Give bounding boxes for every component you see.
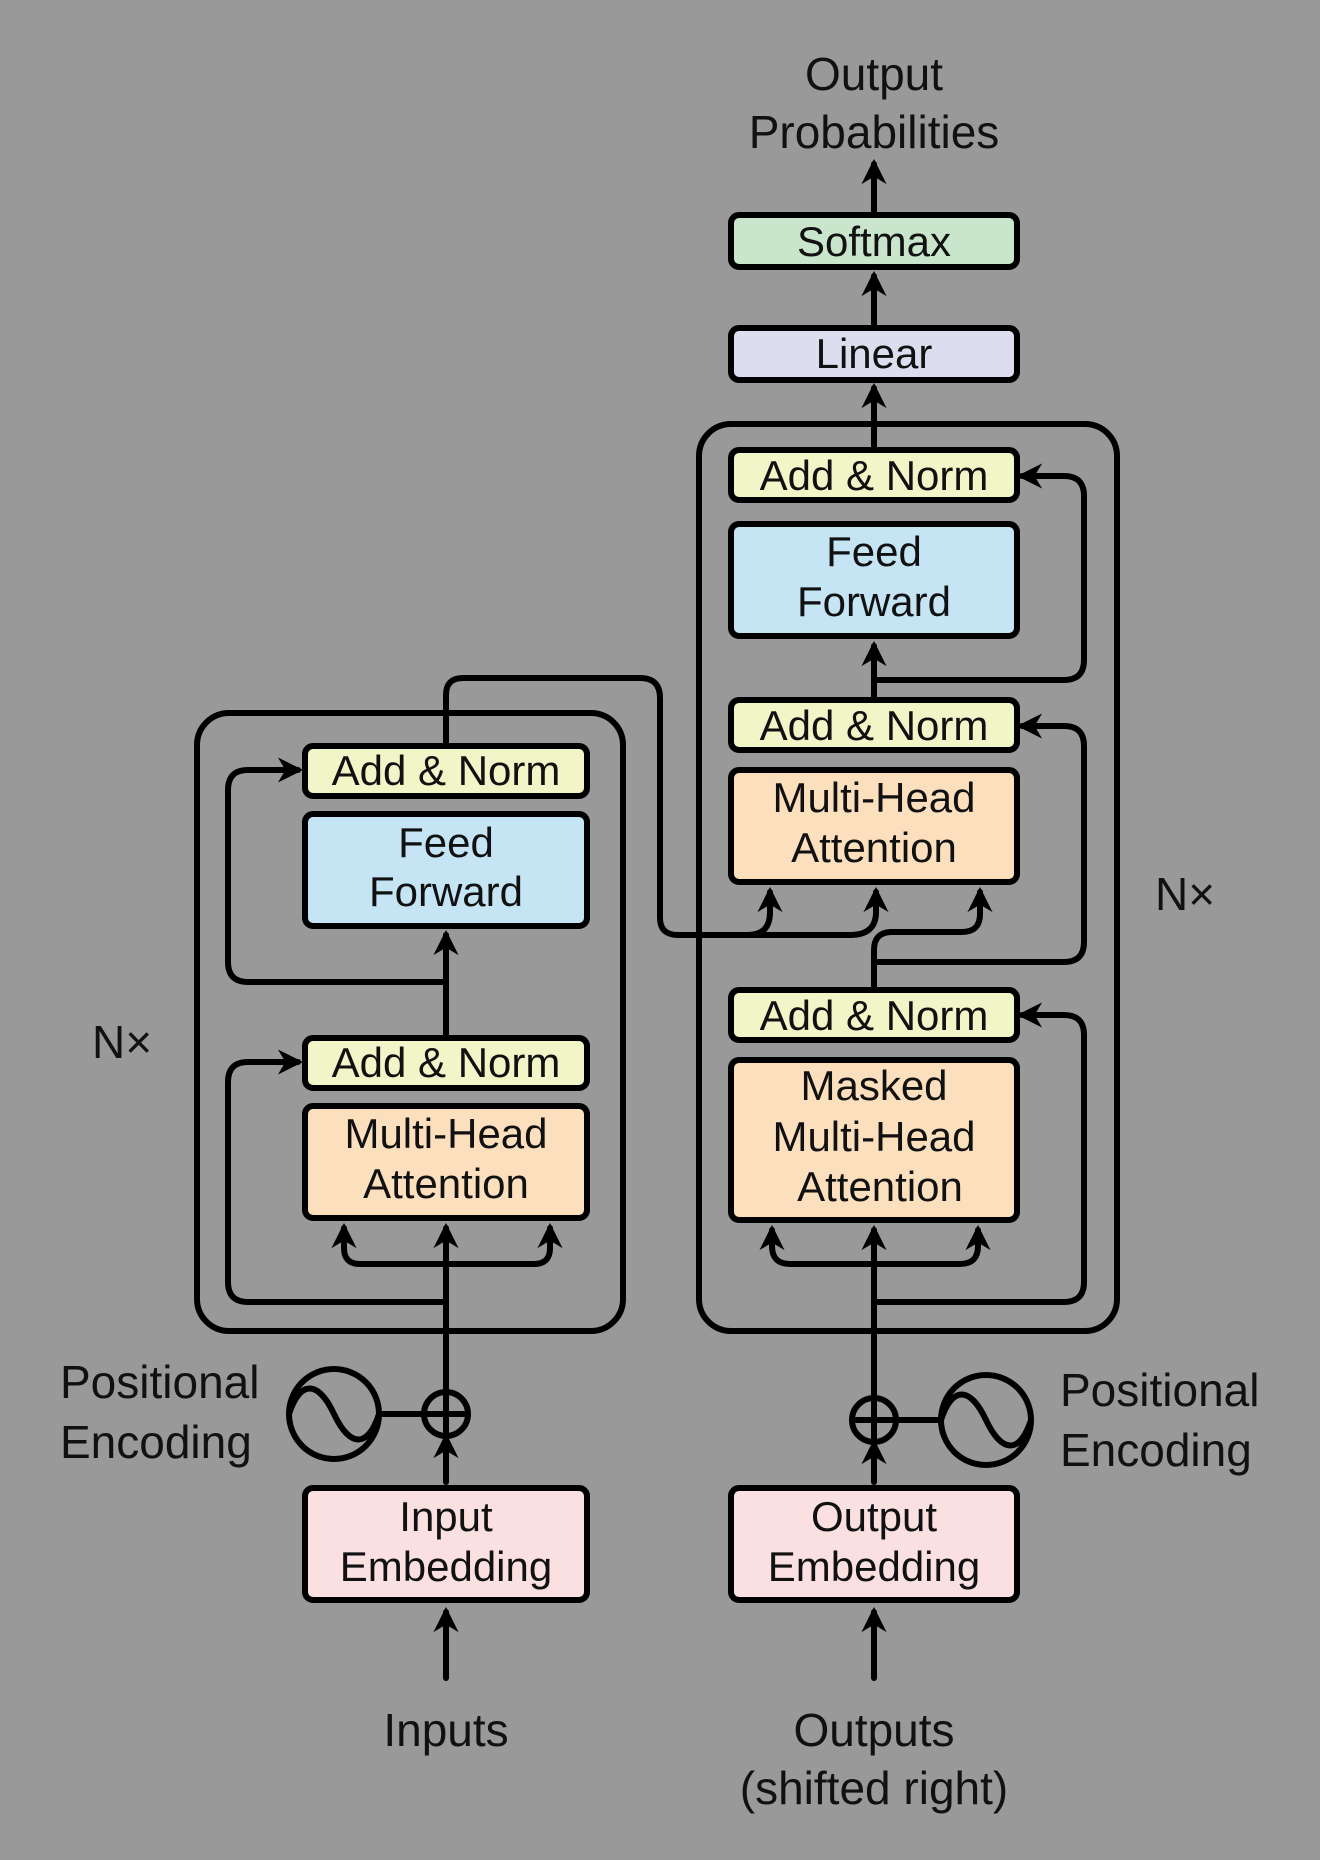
decoder-outputs-label-2: (shifted right) [740,1762,1008,1814]
decoder-masked-mha-label-2: Multi-Head [772,1113,975,1160]
decoder-add-norm-bottom-label: Add & Norm [760,992,989,1039]
encoder-feed-forward [302,811,590,929]
encoder-residual-mha [225,1049,449,1305]
decoder-residual-masked-mha [871,1002,1087,1305]
decoder-output-embedding [728,1485,1020,1603]
decoder-masked-branch-right [871,1224,991,1267]
decoder-masked-mha-label-3: Attention [797,1163,963,1210]
output-probabilities-label-1: Output [805,48,943,100]
encoder-add-norm-bottom-label: Add & Norm [332,1039,561,1086]
decoder-masked-mha-label-1: Masked [800,1062,947,1109]
decoder-add-norm-top-label: Add & Norm [760,452,989,499]
decoder-masked-branch-left [759,1224,877,1267]
decoder-masked-multi-head-attention [728,1057,1020,1223]
decoder-add-norm-bottom [728,987,1020,1043]
linear-label: Linear [816,330,933,377]
decoder-add-norm-top [728,447,1020,503]
decoder-feed-forward-label-2: Forward [797,578,951,625]
encoder-nx-label: N× [92,1016,152,1068]
encoder-add-norm-top [302,743,590,799]
decoder-positional-encoding-label-1: Positional [1060,1364,1259,1416]
decoder-outputs-label-1: Outputs [793,1704,954,1756]
encoder-mha-label-2: Attention [363,1160,529,1207]
decoder-nx-label: N× [1155,868,1215,920]
linear-block [728,325,1020,383]
decoder-add-norm-mid-label: Add & Norm [760,702,989,749]
softmax-block [728,212,1020,270]
softmax-label: Softmax [797,218,951,265]
decoder-output-embedding-label-1: Output [811,1493,937,1540]
encoder-multi-head-attention [302,1103,590,1221]
output-probabilities-label-2: Probabilities [749,106,1000,158]
encoder-feed-forward-label-2: Forward [369,868,523,915]
decoder-output-embedding-label-2: Embedding [768,1543,980,1590]
decoder-sine-wave-icon [938,1391,1034,1449]
encoder-mha-branch-left [331,1222,449,1267]
encoder-residual-ff [225,757,449,985]
decoder-residual-mha [871,713,1087,965]
decoder-feed-forward-label-1: Feed [826,528,922,575]
encoder-mha-label-1: Multi-Head [344,1110,547,1157]
encoder-sine-wave-icon [286,1385,382,1443]
decoder-positional-encoding-label-2: Encoding [1060,1424,1252,1476]
encoder-positional-encoding-label-1: Positional [60,1356,259,1408]
encoder-mha-branch-right [443,1222,563,1267]
encoder-input-embedding [302,1485,590,1603]
encoder-input-embedding-label-2: Embedding [340,1543,552,1590]
encoder-input-embedding-label-1: Input [399,1493,493,1540]
decoder-query-arrow [871,886,993,993]
decoder: Softmax Linear Add & Norm Feed Forward A… [696,158,1259,1814]
encoder-layer-container [194,710,626,1334]
encoder-to-decoder-value-arrow [743,886,889,938]
decoder-add-norm-mid [728,697,1020,753]
decoder-layer-container [696,421,1120,1334]
decoder-mha-label-1: Multi-Head [772,774,975,821]
encoder-add-norm-bottom [302,1035,590,1091]
decoder-residual-ff [871,463,1087,683]
encoder-positional-encoding-label-2: Encoding [60,1416,252,1468]
decoder-feed-forward [728,521,1020,639]
encoder: Add & Norm Feed Forward Add & Norm Multi… [60,675,889,1756]
encoder-add-norm-top-label: Add & Norm [332,747,561,794]
decoder-mha-label-2: Attention [791,824,957,871]
decoder-multi-head-attention [728,767,1020,885]
encoder-inputs-label: Inputs [383,1704,508,1756]
encoder-feed-forward-label-1: Feed [398,819,494,866]
